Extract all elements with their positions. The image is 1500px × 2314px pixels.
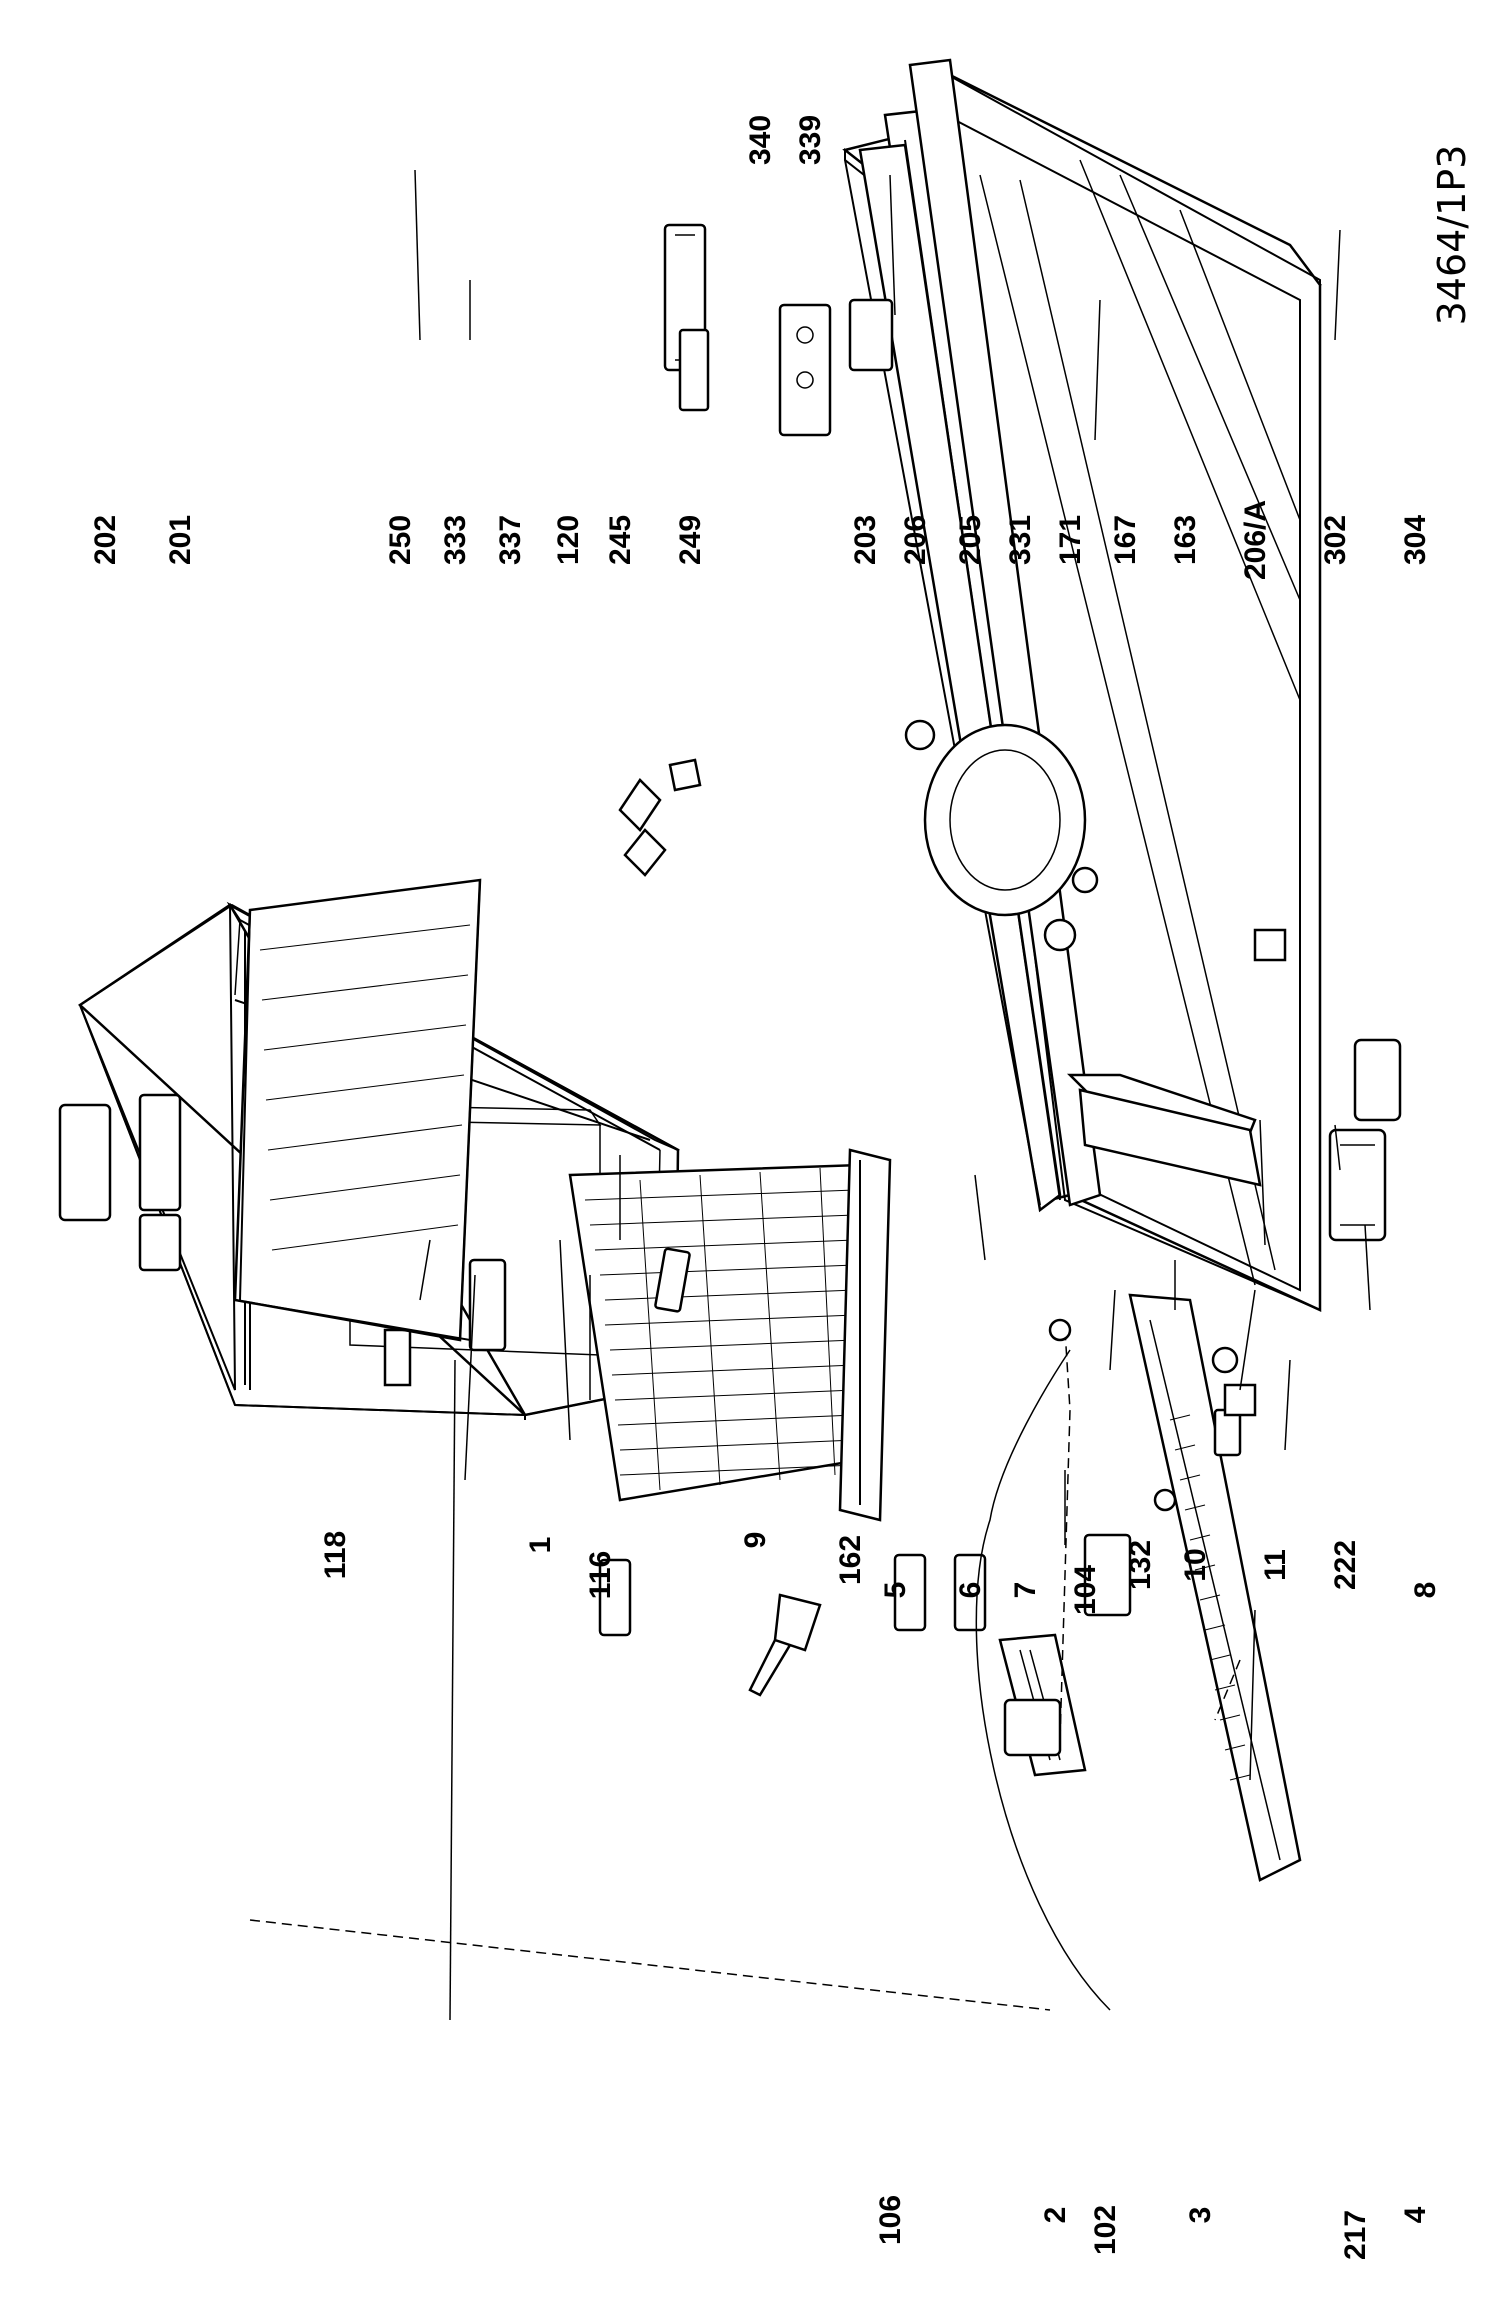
callout-9: 9: [739, 1532, 772, 1549]
door-assembly: [842, 58, 1322, 1312]
callout-167: 167: [1109, 515, 1142, 565]
callout-162: 162: [834, 1535, 867, 1585]
callout-104: 104: [1069, 1565, 1102, 1615]
callout-202: 202: [89, 515, 122, 565]
callout-5: 5: [879, 1582, 912, 1599]
callout-222: 222: [1329, 1540, 1362, 1590]
callout-7: 7: [1009, 1582, 1042, 1599]
callout-206: 206: [899, 515, 932, 565]
drawing-code: 3464/1P3: [1430, 145, 1474, 326]
leader-lines: [414, 169, 1371, 2021]
compressor: [904, 719, 1087, 952]
callout-206a: 206/A: [1239, 500, 1272, 580]
callout-203: 203: [849, 515, 882, 565]
callout-245: 245: [604, 515, 637, 565]
callout-205: 205: [954, 515, 987, 565]
control-panel-strip: [1083, 1293, 1302, 1882]
callout-1: 1: [524, 1537, 557, 1554]
callout-249: 249: [674, 515, 707, 565]
base-tray: [1066, 1073, 1262, 1187]
ice-scraper: [748, 1593, 822, 1697]
callout-118: 118: [319, 1531, 352, 1579]
thermostat-box: [998, 1318, 1087, 1777]
callout-337: 337: [494, 515, 527, 565]
callout-302: 302: [1319, 515, 1352, 565]
hinge-cover-parts: [58, 1093, 182, 1272]
callout-6: 6: [954, 1582, 987, 1599]
callout-171: 171: [1054, 515, 1087, 565]
callout-labels: 202 201 250 333 337 120 245 249 203 206 …: [89, 115, 1442, 2260]
callout-106: 106: [874, 2195, 907, 2245]
relay-unit: [1328, 1038, 1402, 1242]
callout-4: 4: [1399, 2206, 1432, 2223]
callout-250: 250: [384, 515, 417, 565]
callout-304: 304: [1399, 515, 1432, 565]
wire-shelf: [568, 1148, 892, 1522]
condenser-coil: [233, 878, 507, 1352]
callout-331: 331: [1004, 515, 1037, 565]
callout-10: 10: [1179, 1548, 1212, 1581]
piping: [249, 1289, 1256, 2011]
callout-217: 217: [1339, 2210, 1372, 2260]
callout-116: 116: [584, 1551, 617, 1599]
callout-163: 163: [1169, 515, 1202, 565]
callout-3: 3: [1184, 2207, 1217, 2224]
callout-201: 201: [164, 515, 197, 565]
callout-340: 340: [744, 115, 777, 165]
latch-parts: [893, 1553, 987, 1632]
callout-339: 339: [794, 115, 827, 165]
callout-132: 132: [1124, 1540, 1157, 1590]
callout-2: 2: [1039, 2207, 1072, 2224]
handle-parts: [663, 223, 894, 437]
callout-11: 11: [1259, 1549, 1292, 1581]
small-fittings: [618, 758, 1287, 1417]
callout-333: 333: [439, 515, 472, 565]
callout-120: 120: [552, 515, 585, 565]
callout-8: 8: [1409, 1582, 1442, 1599]
callout-102: 102: [1089, 2205, 1122, 2255]
